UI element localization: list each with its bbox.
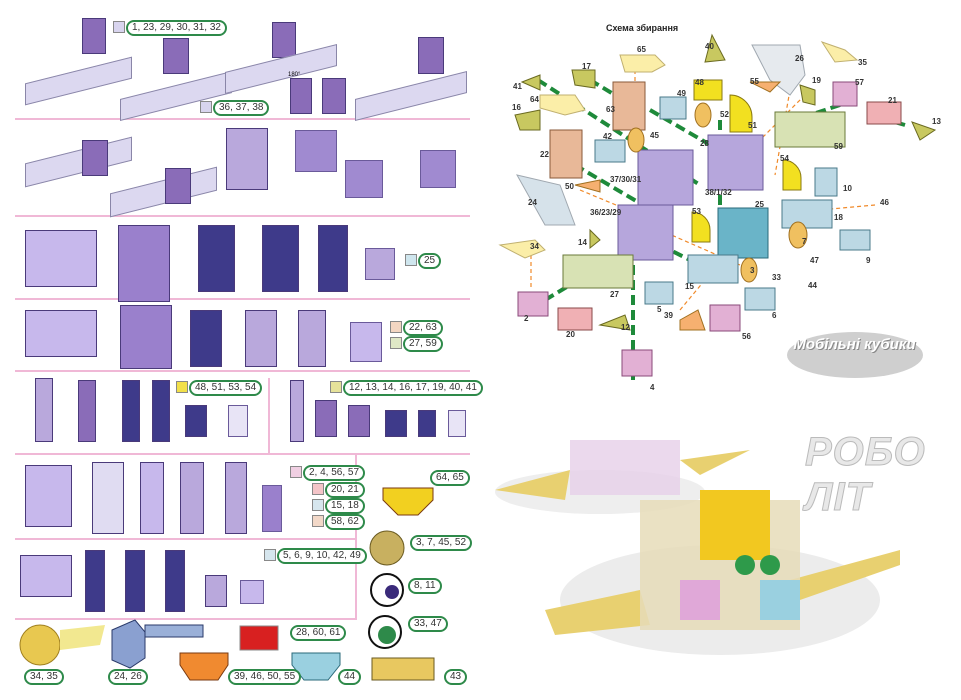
legend-parts: 48, 51, 53, 54: [189, 380, 263, 396]
legend-parts: 12, 13, 14, 16, 17, 19, 40, 41: [343, 380, 483, 396]
gear-decal: [369, 530, 405, 566]
part-number-label: 63: [606, 105, 615, 114]
legend-parts: 58, 62: [325, 514, 365, 530]
part-number-label: 16: [512, 103, 521, 112]
part-number-label: 21: [888, 96, 897, 105]
red-badge-decal: [239, 625, 279, 651]
part-number-label: 41: [513, 82, 522, 91]
part-number-label: 55: [750, 77, 759, 86]
divider: [15, 215, 470, 217]
part-number-label: 14: [578, 238, 587, 247]
part-number-label: 26: [795, 54, 804, 63]
part-number-label: 44: [808, 281, 817, 290]
turbine-decal: [111, 619, 146, 669]
part-number-label: 37/30/31: [610, 175, 642, 184]
part-number-label: 2: [524, 314, 529, 323]
brand-logo-text: Мобільні кубики: [793, 336, 916, 353]
divider: [15, 370, 470, 372]
part-number-label: 4: [650, 383, 655, 392]
part-number-label: 52: [720, 110, 729, 119]
decal-label: 39, 46, 50, 55: [228, 669, 302, 685]
part-number-label: 20: [566, 330, 575, 339]
blue-vent-decal: [291, 652, 341, 681]
part-number-label: 42: [603, 132, 612, 141]
part-number-label: 13: [932, 117, 941, 126]
orange-striped-decal: [179, 652, 229, 681]
part-number-label: 59: [834, 142, 843, 151]
divider: [15, 618, 357, 620]
part-number-label: 65: [637, 45, 646, 54]
divider: [15, 453, 470, 455]
brand-logo: [787, 332, 923, 378]
part-number-label: 22: [540, 150, 549, 159]
divider: [268, 378, 270, 453]
part-number-label: 9: [866, 256, 871, 265]
part-number-label: 27: [610, 290, 619, 299]
rotation-label: 180°: [288, 72, 301, 78]
part-number-label: 53: [692, 207, 701, 216]
legend-parts: 5, 6, 9, 10, 42, 49: [277, 548, 367, 564]
decal-label: 28, 60, 61: [290, 625, 347, 641]
part-number-label: 57: [855, 78, 864, 87]
part-number-label: 34: [530, 242, 539, 251]
part-number-label: 18: [834, 213, 843, 222]
legend-parts: 15, 18: [325, 498, 365, 514]
part-number-label: 49: [677, 89, 686, 98]
part-number-label: 7: [802, 237, 807, 246]
part-number-label: 25: [755, 200, 764, 209]
legend-parts: 27, 59: [403, 336, 443, 352]
divider: [15, 298, 470, 300]
part-number-label: 51: [748, 121, 757, 130]
part-number-label: 3: [750, 266, 755, 275]
part-number-label: 28: [700, 139, 709, 148]
part-number-label: 10: [843, 184, 852, 193]
robot-model-photo: [495, 440, 900, 655]
divider: [15, 118, 470, 120]
decal-illustrations: [19, 487, 435, 681]
decal-label: 43: [444, 669, 468, 685]
part-number-label: 33: [772, 273, 781, 282]
part-number-label: 48: [695, 78, 704, 87]
decal-label: 3, 7, 45, 52: [410, 535, 473, 551]
part-number-label: 64: [530, 95, 539, 104]
part-number-label: 19: [812, 76, 821, 85]
part-number-label: 40: [705, 42, 714, 51]
decal-label: 44: [338, 669, 362, 685]
part-number-label: 45: [650, 131, 659, 140]
striped-plate-decal: [382, 487, 434, 516]
part-number-label: 38/1/32: [705, 188, 732, 197]
product-logo: РОБО ЛІТ: [805, 430, 926, 520]
part-number-label: 15: [685, 282, 694, 291]
part-number-label: 36/23/29: [590, 208, 622, 217]
decal-label: 33, 47: [408, 616, 448, 632]
legend-parts: 2, 4, 56, 57: [303, 465, 366, 481]
part-number-label: 39: [664, 311, 673, 320]
legend-parts: 20, 21: [325, 482, 365, 498]
decal-label: 8, 11: [408, 578, 442, 594]
scheme-title: Схема збирання: [606, 23, 679, 33]
decal-label: 64, 65: [430, 470, 470, 486]
part-number-label: 5: [657, 305, 662, 314]
part-number-label: 54: [780, 154, 789, 163]
divider: [15, 538, 357, 540]
part-number-label: 56: [742, 332, 751, 341]
vent-decal: [371, 657, 435, 681]
part-number-label: 12: [621, 323, 630, 332]
divider: [355, 455, 357, 619]
legend-parts: 36, 37, 38: [213, 100, 270, 116]
legend-parts: 25: [418, 253, 442, 269]
decal-label: 34, 35: [24, 669, 64, 685]
part-number-label: 6: [772, 311, 777, 320]
part-number-label: 50: [565, 182, 574, 191]
part-number-label: 17: [582, 62, 591, 71]
part-number-label: 24: [528, 198, 537, 207]
part-number-label: 47: [810, 256, 819, 265]
part-number-label: 46: [880, 198, 889, 207]
decal-label: 24, 26: [108, 669, 148, 685]
legend-parts: 22, 63: [403, 320, 443, 336]
part-number-label: 35: [858, 58, 867, 67]
legend-parts: 1, 23, 29, 30, 31, 32: [126, 20, 227, 36]
